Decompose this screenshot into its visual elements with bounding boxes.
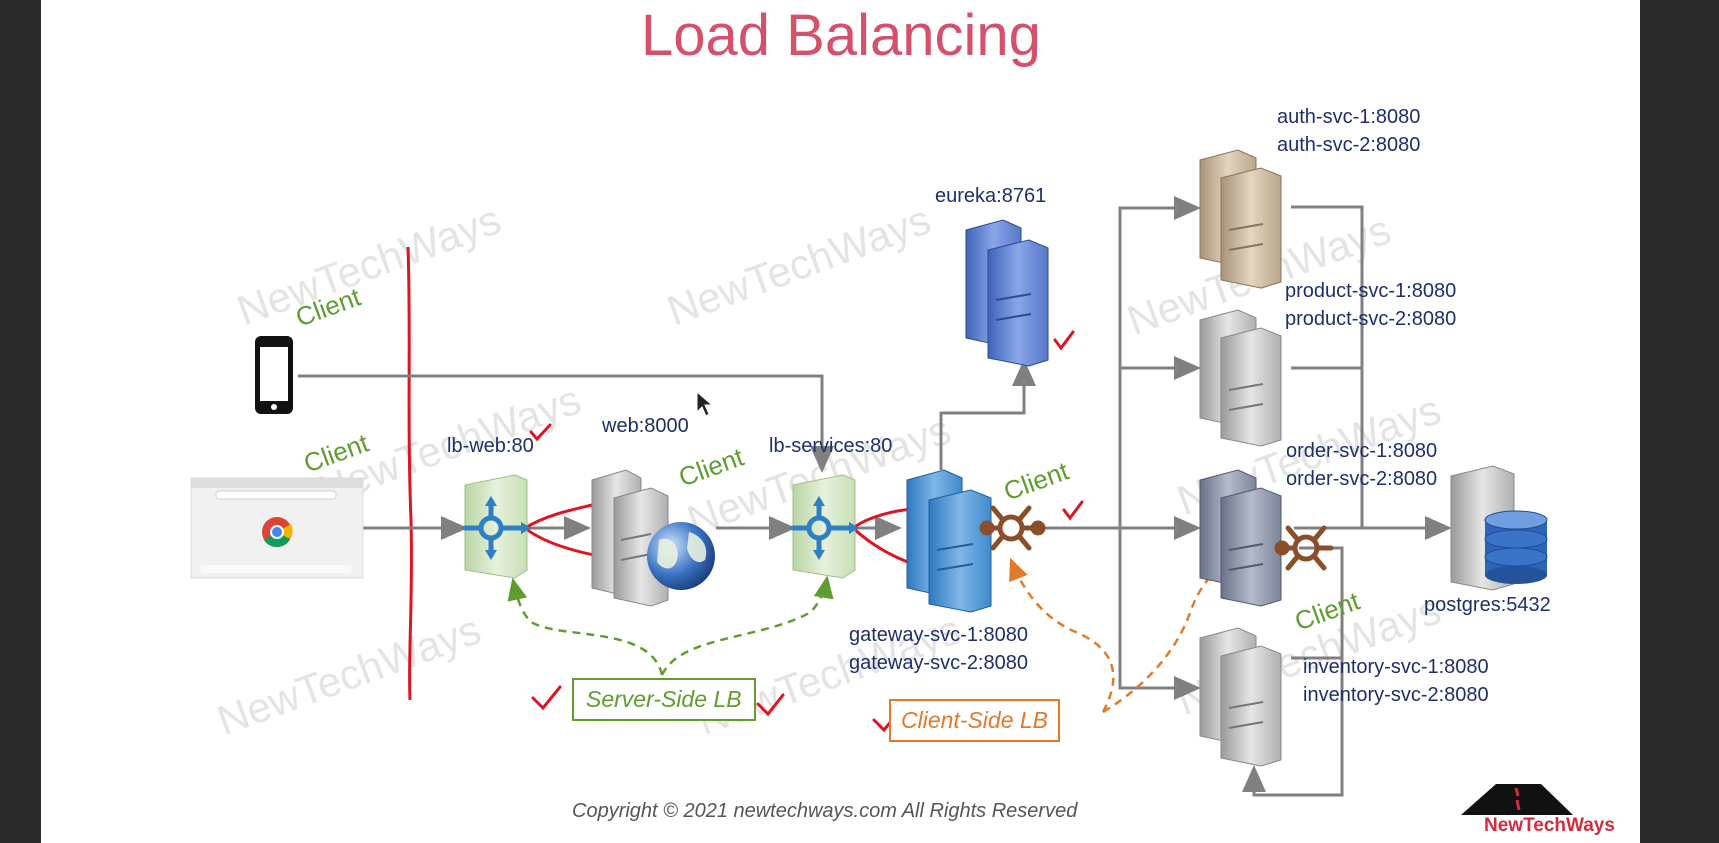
server-icon xyxy=(906,469,992,613)
lb-web-label: lb-web:80 xyxy=(447,435,534,457)
logo-text: NewTechWays xyxy=(1484,815,1615,836)
slide: NewTechWays NewTechWays NewTechWays NewT… xyxy=(41,0,1640,843)
auth-label-2: auth-svc-2:8080 xyxy=(1277,134,1421,156)
inventory-label-2: inventory-svc-2:8080 xyxy=(1303,684,1489,706)
client-side-lb-box: Client-Side LB xyxy=(889,699,1061,742)
server-icon xyxy=(1199,469,1282,607)
product-label-2: product-svc-2:8080 xyxy=(1285,308,1457,330)
postgres-label: postgres:5432 xyxy=(1424,594,1551,616)
diagram-canvas xyxy=(190,149,1573,815)
auth-label-1: auth-svc-1:8080 xyxy=(1277,106,1421,128)
chrome-browser-icon xyxy=(190,477,364,579)
web-label: web:8000 xyxy=(602,415,689,437)
router-icon xyxy=(979,505,1046,551)
server-icon xyxy=(1199,149,1282,289)
lb-services-label: lb-services:80 xyxy=(769,435,893,457)
gateway-label-1: gateway-svc-1:8080 xyxy=(849,624,1028,646)
router-icon xyxy=(1274,525,1334,571)
cursor-icon xyxy=(696,390,714,417)
mobile-phone-icon xyxy=(255,336,293,414)
order-label-2: order-svc-2:8080 xyxy=(1286,468,1438,490)
product-label-1: product-svc-1:8080 xyxy=(1285,280,1457,302)
order-label-1: order-svc-1:8080 xyxy=(1286,440,1438,462)
server-side-lb-box: Server-Side LB xyxy=(572,678,756,721)
load-balancer-icon xyxy=(790,474,859,579)
globe-icon xyxy=(647,522,715,590)
logo-icon xyxy=(1461,784,1573,815)
server-icon xyxy=(965,219,1049,367)
server-icon xyxy=(1199,309,1282,447)
server-icon xyxy=(1199,627,1282,767)
copyright-text: Copyright © 2021 newtechways.com All Rig… xyxy=(572,800,1078,822)
database-icon xyxy=(1484,510,1548,584)
eureka-label: eureka:8761 xyxy=(935,185,1047,207)
inventory-label-1: inventory-svc-1:8080 xyxy=(1303,656,1489,678)
gateway-label-2: gateway-svc-2:8080 xyxy=(849,652,1028,674)
page-title: Load Balancing xyxy=(641,3,1041,68)
load-balancer-icon xyxy=(462,474,531,579)
